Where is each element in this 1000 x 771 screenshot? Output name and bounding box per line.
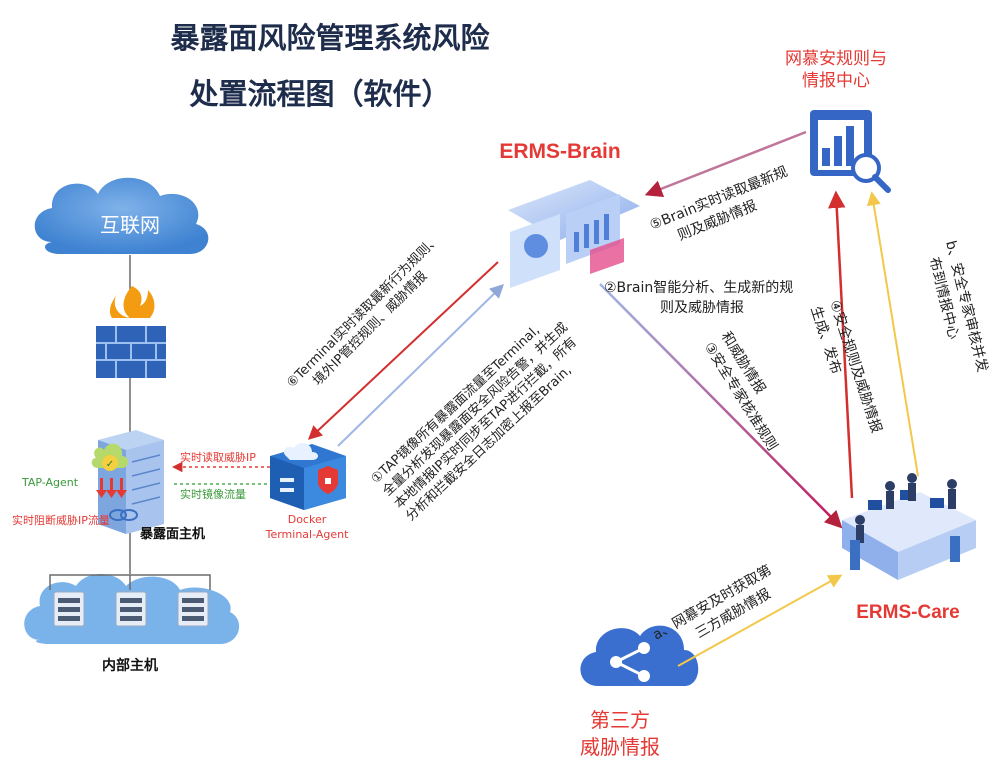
internal-server-icon <box>177 591 209 627</box>
step2-annotation: ②Brain智能分析、生成新的规 则及威胁情报 <box>604 280 793 316</box>
docker-label-line1: Docker <box>288 513 327 526</box>
tap-agent-label: TAP-Agent <box>21 476 79 489</box>
third-party-cloud-share-icon <box>580 625 699 686</box>
stepa-arrow <box>677 574 843 667</box>
third-party-label-line2: 威胁情报 <box>580 735 660 759</box>
docker-terminal-agent-icon <box>270 443 346 510</box>
step3-arrow <box>599 283 843 529</box>
svg-text:✓: ✓ <box>106 459 114 470</box>
tap-agent-shield-icon: ✓ <box>91 443 138 521</box>
step1-arrow <box>337 284 505 447</box>
intel-center-search-icon <box>810 110 891 193</box>
brain-label: ERMS-Brain <box>499 140 620 163</box>
exposed-host-label: 暴露面主机 <box>139 526 205 542</box>
read-threat-ip-label: 实时读取威胁IP <box>180 450 256 464</box>
title-line2: 处置流程图（软件） <box>188 77 450 111</box>
care-label: ERMS-Care <box>856 602 959 623</box>
exposed-server-icon <box>98 430 164 534</box>
title-line1: 暴露面风险管理系统风险 <box>170 21 490 55</box>
step5-arrow <box>644 130 807 198</box>
step2-line2: 则及威胁情报 <box>660 300 744 316</box>
step6-arrow <box>307 261 499 440</box>
docker-label-line2: Terminal-Agent <box>265 528 349 541</box>
step5-annotation: ⑤Brain实时读取最新规 则及威胁情报 <box>647 163 790 244</box>
step4-arrow <box>827 190 854 499</box>
intel-center-label-line2: 情报中心 <box>802 71 870 91</box>
intel-center-label-line1: 网慕安规则与 <box>785 49 887 69</box>
block-traffic-label: 实时阻断威胁IP流量 <box>12 513 110 527</box>
internet-label: 互联网 <box>100 213 160 237</box>
step1-line1: ①TAP镜像所有暴露面流量至Terminal, <box>368 323 542 487</box>
care-team-workspace-icon <box>842 473 976 580</box>
internet-cloud-icon <box>34 177 209 254</box>
internal-server-icon <box>53 591 85 627</box>
step6-line2: 境外IP管控规则、威胁情报 <box>310 269 430 389</box>
step1-line3: 本地情报IP实时同步至TAP进行拦截，所有 <box>392 335 580 512</box>
firewall-icon <box>96 286 166 378</box>
step1-annotation: ①TAP镜像所有暴露面流量至Terminal, 全量分析发现暴露面安全风险告警，… <box>368 319 580 524</box>
internal-host-label: 内部主机 <box>102 657 158 674</box>
brain-dashboard-icon <box>508 180 640 288</box>
third-party-label-line1: 第三方 <box>590 708 650 732</box>
internal-server-icon <box>115 591 147 627</box>
step6-annotation: ⑥Terminal实时读取最新行为规则、 境外IP管控规则、威胁情报 <box>284 231 444 391</box>
stepb-annotation: b、安全专家审核并发 布到情报中心 <box>926 239 992 374</box>
mirror-traffic-label: 实时镜像流量 <box>180 487 246 501</box>
stepb-arrow <box>866 191 919 477</box>
step2-line1: ②Brain智能分析、生成新的规 <box>604 280 793 296</box>
